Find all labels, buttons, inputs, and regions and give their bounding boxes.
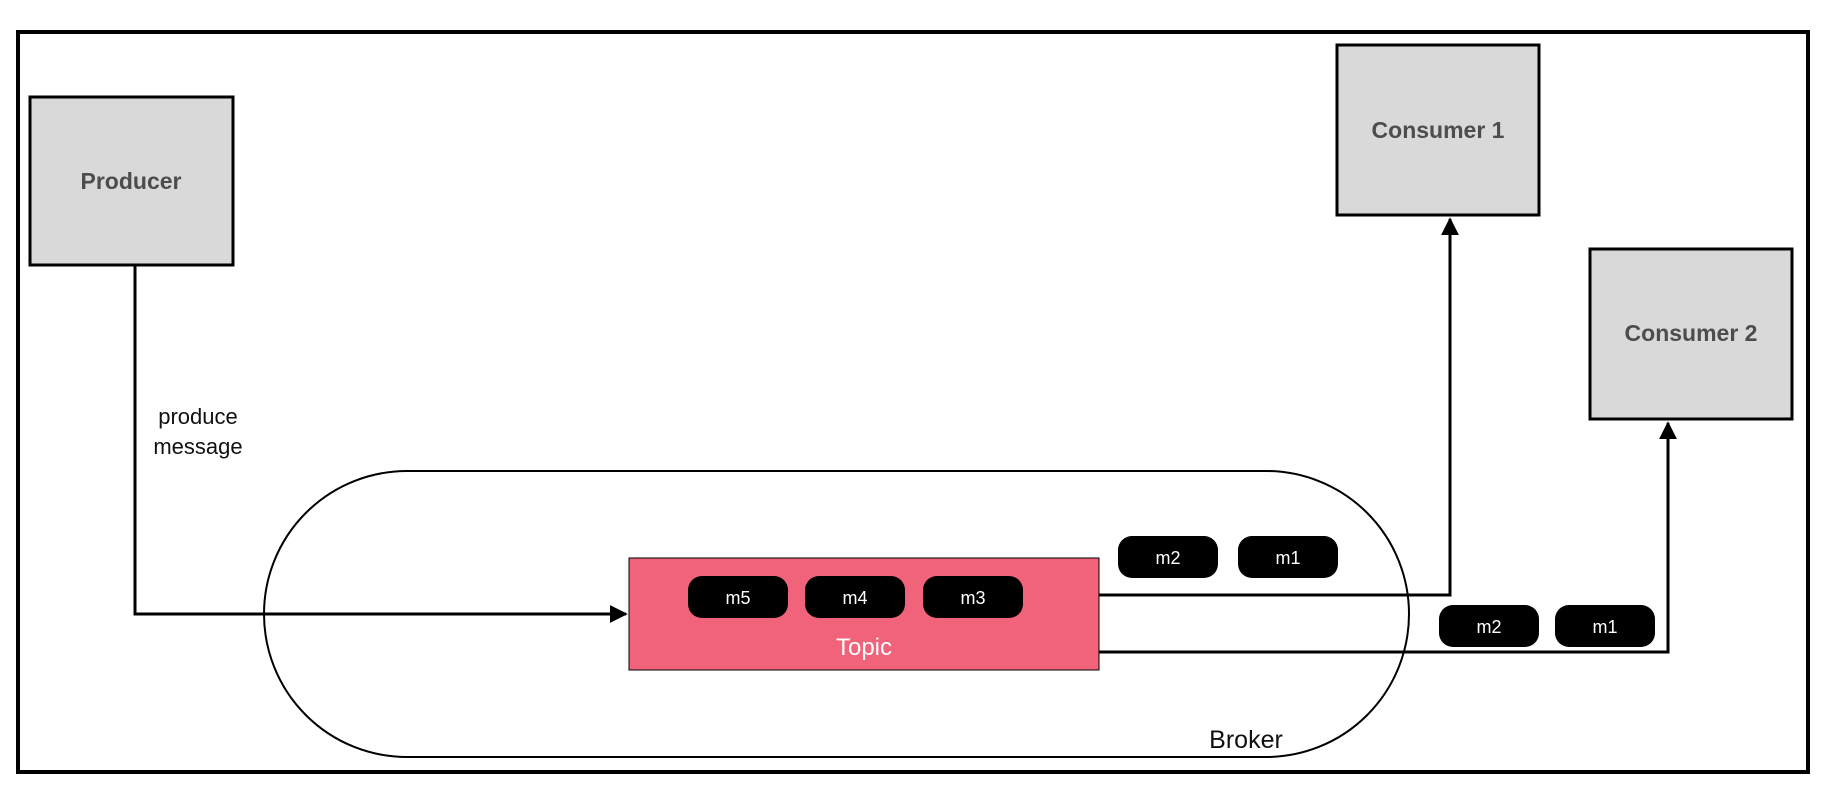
consumer2-node	[1588, 247, 1794, 421]
consume-edge-1	[1099, 217, 1459, 597]
producer-node	[28, 95, 235, 267]
consumer1-label: Consumer 1	[1372, 117, 1505, 143]
message-pill	[805, 576, 905, 618]
message-label: m1	[1592, 617, 1617, 637]
message-label: m1	[1275, 548, 1300, 568]
message-label: m4	[842, 588, 867, 608]
message-pill	[1118, 536, 1218, 578]
message-label: m2	[1476, 617, 1501, 637]
consumer2-message-flow: m2 m1	[1439, 605, 1655, 647]
producer-label: Producer	[81, 168, 182, 194]
message-label: m5	[725, 588, 750, 608]
message-pill	[1238, 536, 1338, 578]
message-label: m2	[1155, 548, 1180, 568]
consumer1-message-flow: m2 m1	[1118, 536, 1338, 578]
produce-edge-label-line1: produce	[158, 404, 238, 429]
consume-edge-2	[1099, 421, 1677, 654]
message-label: m3	[960, 588, 985, 608]
message-pill	[1555, 605, 1655, 647]
broker-label: Broker	[1209, 726, 1283, 754]
produce-edge	[133, 265, 628, 623]
message-pill	[1439, 605, 1539, 647]
consumer1-node	[1335, 43, 1541, 217]
message-pill	[923, 576, 1023, 618]
message-pill	[688, 576, 788, 618]
consumer2-label: Consumer 2	[1625, 320, 1758, 346]
produce-edge-label-line2: message	[153, 434, 242, 459]
topic-message-queue: m5 m4 m3	[688, 576, 1023, 618]
topic-label: Topic	[836, 634, 892, 661]
